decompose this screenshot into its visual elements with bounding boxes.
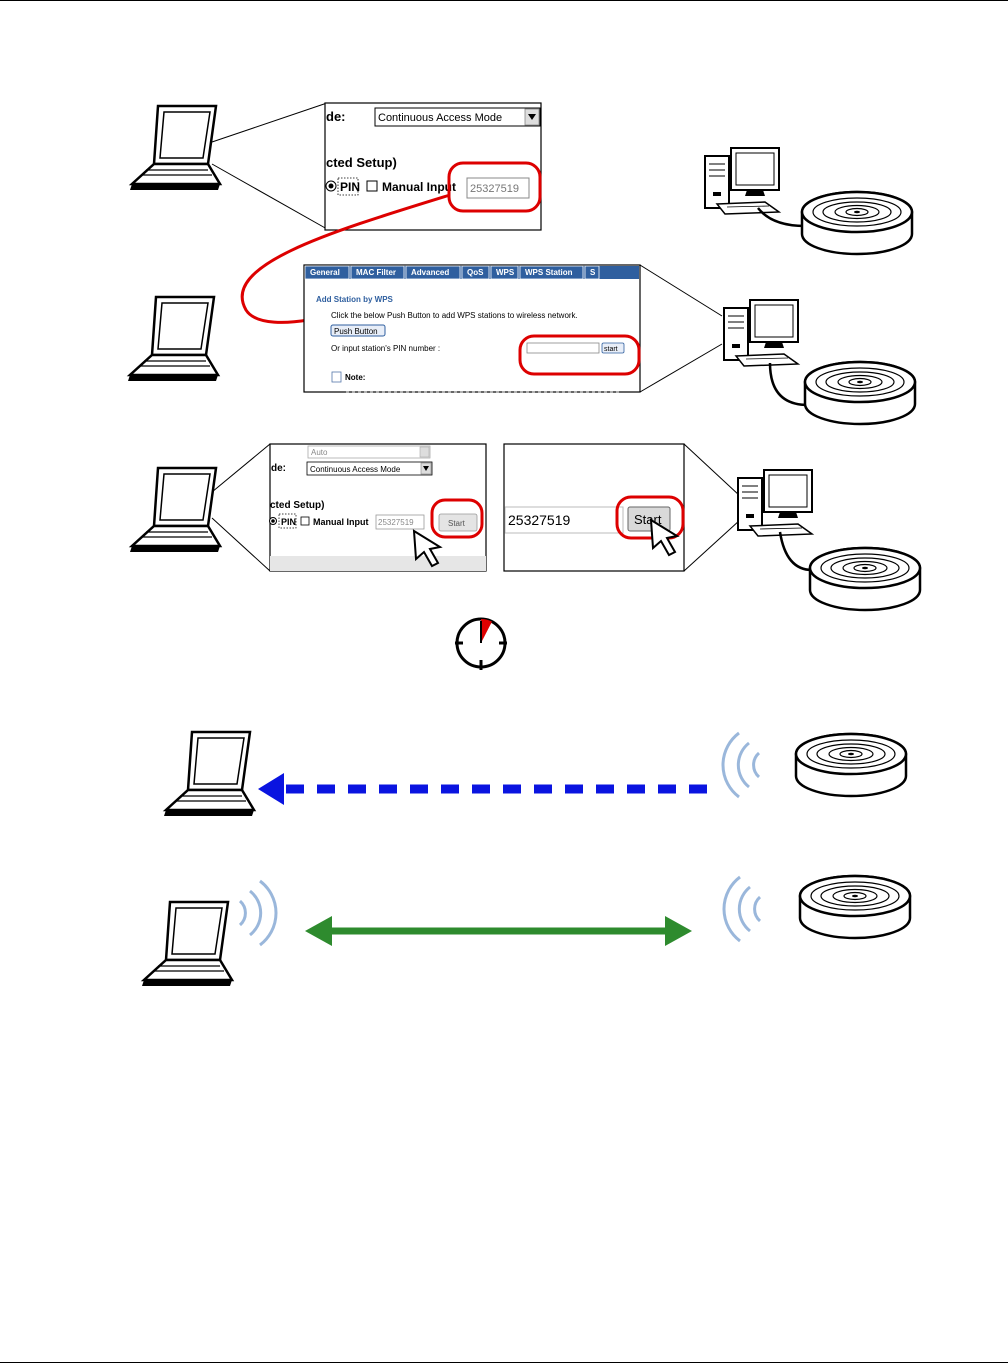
callout-line (211, 517, 271, 572)
tab-label: S (590, 268, 596, 277)
tab-label: QoS (467, 268, 484, 277)
mode-select[interactable]: Continuous Access Mode (306, 461, 433, 476)
wireless-signal-icon (721, 731, 761, 799)
ap-wps-station-panel: General MAC Filter Advanced QoS WPS WPS Stati… (303, 264, 641, 393)
chevron-down-icon (528, 114, 536, 120)
router-icon (798, 874, 912, 940)
laptop-icon (128, 466, 222, 554)
highlight-ring (430, 498, 484, 539)
connection-arrow (305, 916, 692, 946)
router-icon (794, 732, 908, 798)
pin-field-value: 25327519 (470, 183, 519, 195)
computer-icon (723, 299, 799, 367)
laptop-icon (128, 104, 222, 192)
mode-select-value: Continuous Access Mode (310, 465, 401, 474)
timer-icon (455, 617, 507, 670)
network-cable (768, 362, 809, 407)
pin-field[interactable] (375, 514, 425, 530)
mode-select-value: Continuous Access Mode (378, 112, 502, 124)
pin-field[interactable] (466, 177, 530, 199)
computer-icon (737, 469, 813, 537)
network-cable (778, 531, 813, 572)
tab-s[interactable]: S (584, 265, 600, 280)
pin-transfer-line (240, 193, 451, 324)
wireless-signal-icon (722, 875, 762, 943)
tab-wps-station[interactable]: WPS Station (519, 265, 584, 280)
highlight-ring (447, 161, 542, 213)
tab-label: General (310, 268, 340, 277)
router-icon (800, 190, 914, 256)
section-heading: Add Station by WPS (316, 295, 394, 304)
pin-label: PIN (281, 517, 296, 527)
client-start-panel: Auto de: Continuous Access Mode cted Set… (269, 443, 487, 572)
note-label: Note: (345, 373, 365, 382)
setup-label: cted Setup) (326, 155, 397, 170)
manual-input-checkbox[interactable] (300, 516, 310, 526)
setup-label: cted Setup) (270, 500, 324, 511)
manual-input-label: Manual Input (382, 180, 456, 194)
bottom-rule (0, 1362, 1008, 1363)
tab-label: WPS (496, 268, 515, 277)
station-pin-field[interactable] (526, 342, 600, 354)
computer-icon (704, 147, 780, 215)
auto-select[interactable] (307, 445, 431, 459)
client-start-button[interactable]: Start (438, 513, 478, 532)
callout-line (683, 519, 741, 572)
wireless-signal-icon (238, 879, 278, 947)
station-start-label: start (604, 346, 618, 353)
top-rule (0, 0, 1008, 1)
client-wps-panel: de: Continuous Access Mode cted Setup) P… (324, 102, 542, 231)
callout-line (683, 443, 741, 497)
chevron-down-icon (423, 466, 429, 471)
pin-radio[interactable] (325, 180, 337, 192)
router-icon (803, 360, 917, 426)
callout-line (211, 102, 328, 143)
tab-label: Advanced (411, 268, 449, 277)
router-icon (808, 546, 922, 612)
network-cable (757, 207, 806, 228)
mode-label: de: (271, 463, 286, 474)
manual-input-label: Manual Input (313, 517, 369, 527)
highlight-ring (615, 495, 685, 540)
laptop-icon (126, 295, 220, 383)
push-button-label: Push Button (334, 327, 378, 336)
pin-field-value: 25327519 (378, 518, 414, 527)
tab-label: MAC Filter (356, 268, 396, 277)
ap-pin-field[interactable] (504, 506, 624, 534)
tab-advanced[interactable]: Advanced (405, 265, 461, 280)
station-start-button[interactable]: start (601, 342, 625, 354)
tab-wps[interactable]: WPS (490, 265, 519, 280)
tab-general[interactable]: General (304, 265, 350, 280)
tab-label: WPS Station (525, 268, 573, 277)
client-start-label: Start (448, 519, 466, 528)
pin-prompt: Or input station's PIN number : (331, 344, 440, 353)
mode-select[interactable]: Continuous Access Mode (374, 107, 541, 127)
discovery-arrow (258, 773, 718, 805)
auto-select-value: Auto (311, 448, 328, 457)
callout-line (639, 264, 723, 317)
callout-line (639, 343, 723, 393)
mode-label: de: (326, 109, 346, 124)
tab-qos[interactable]: QoS (461, 265, 490, 280)
pin-radio[interactable] (269, 517, 277, 525)
ap-pin-field-value: 25327519 (508, 512, 571, 528)
manual-input-checkbox[interactable] (366, 180, 378, 192)
pin-label: PIN (340, 180, 360, 194)
push-button[interactable]: Push Button (330, 324, 386, 337)
tab-mac-filter[interactable]: MAC Filter (350, 265, 405, 280)
callout-line (211, 443, 271, 493)
highlight-ring (518, 334, 641, 376)
note-icon (331, 371, 342, 383)
instruction-text: Click the below Push Button to add WPS s… (331, 311, 578, 320)
laptop-icon (140, 900, 234, 988)
ap-start-panel: 25327519 Start (503, 443, 685, 572)
callout-line (211, 163, 328, 230)
laptop-icon (162, 730, 256, 818)
